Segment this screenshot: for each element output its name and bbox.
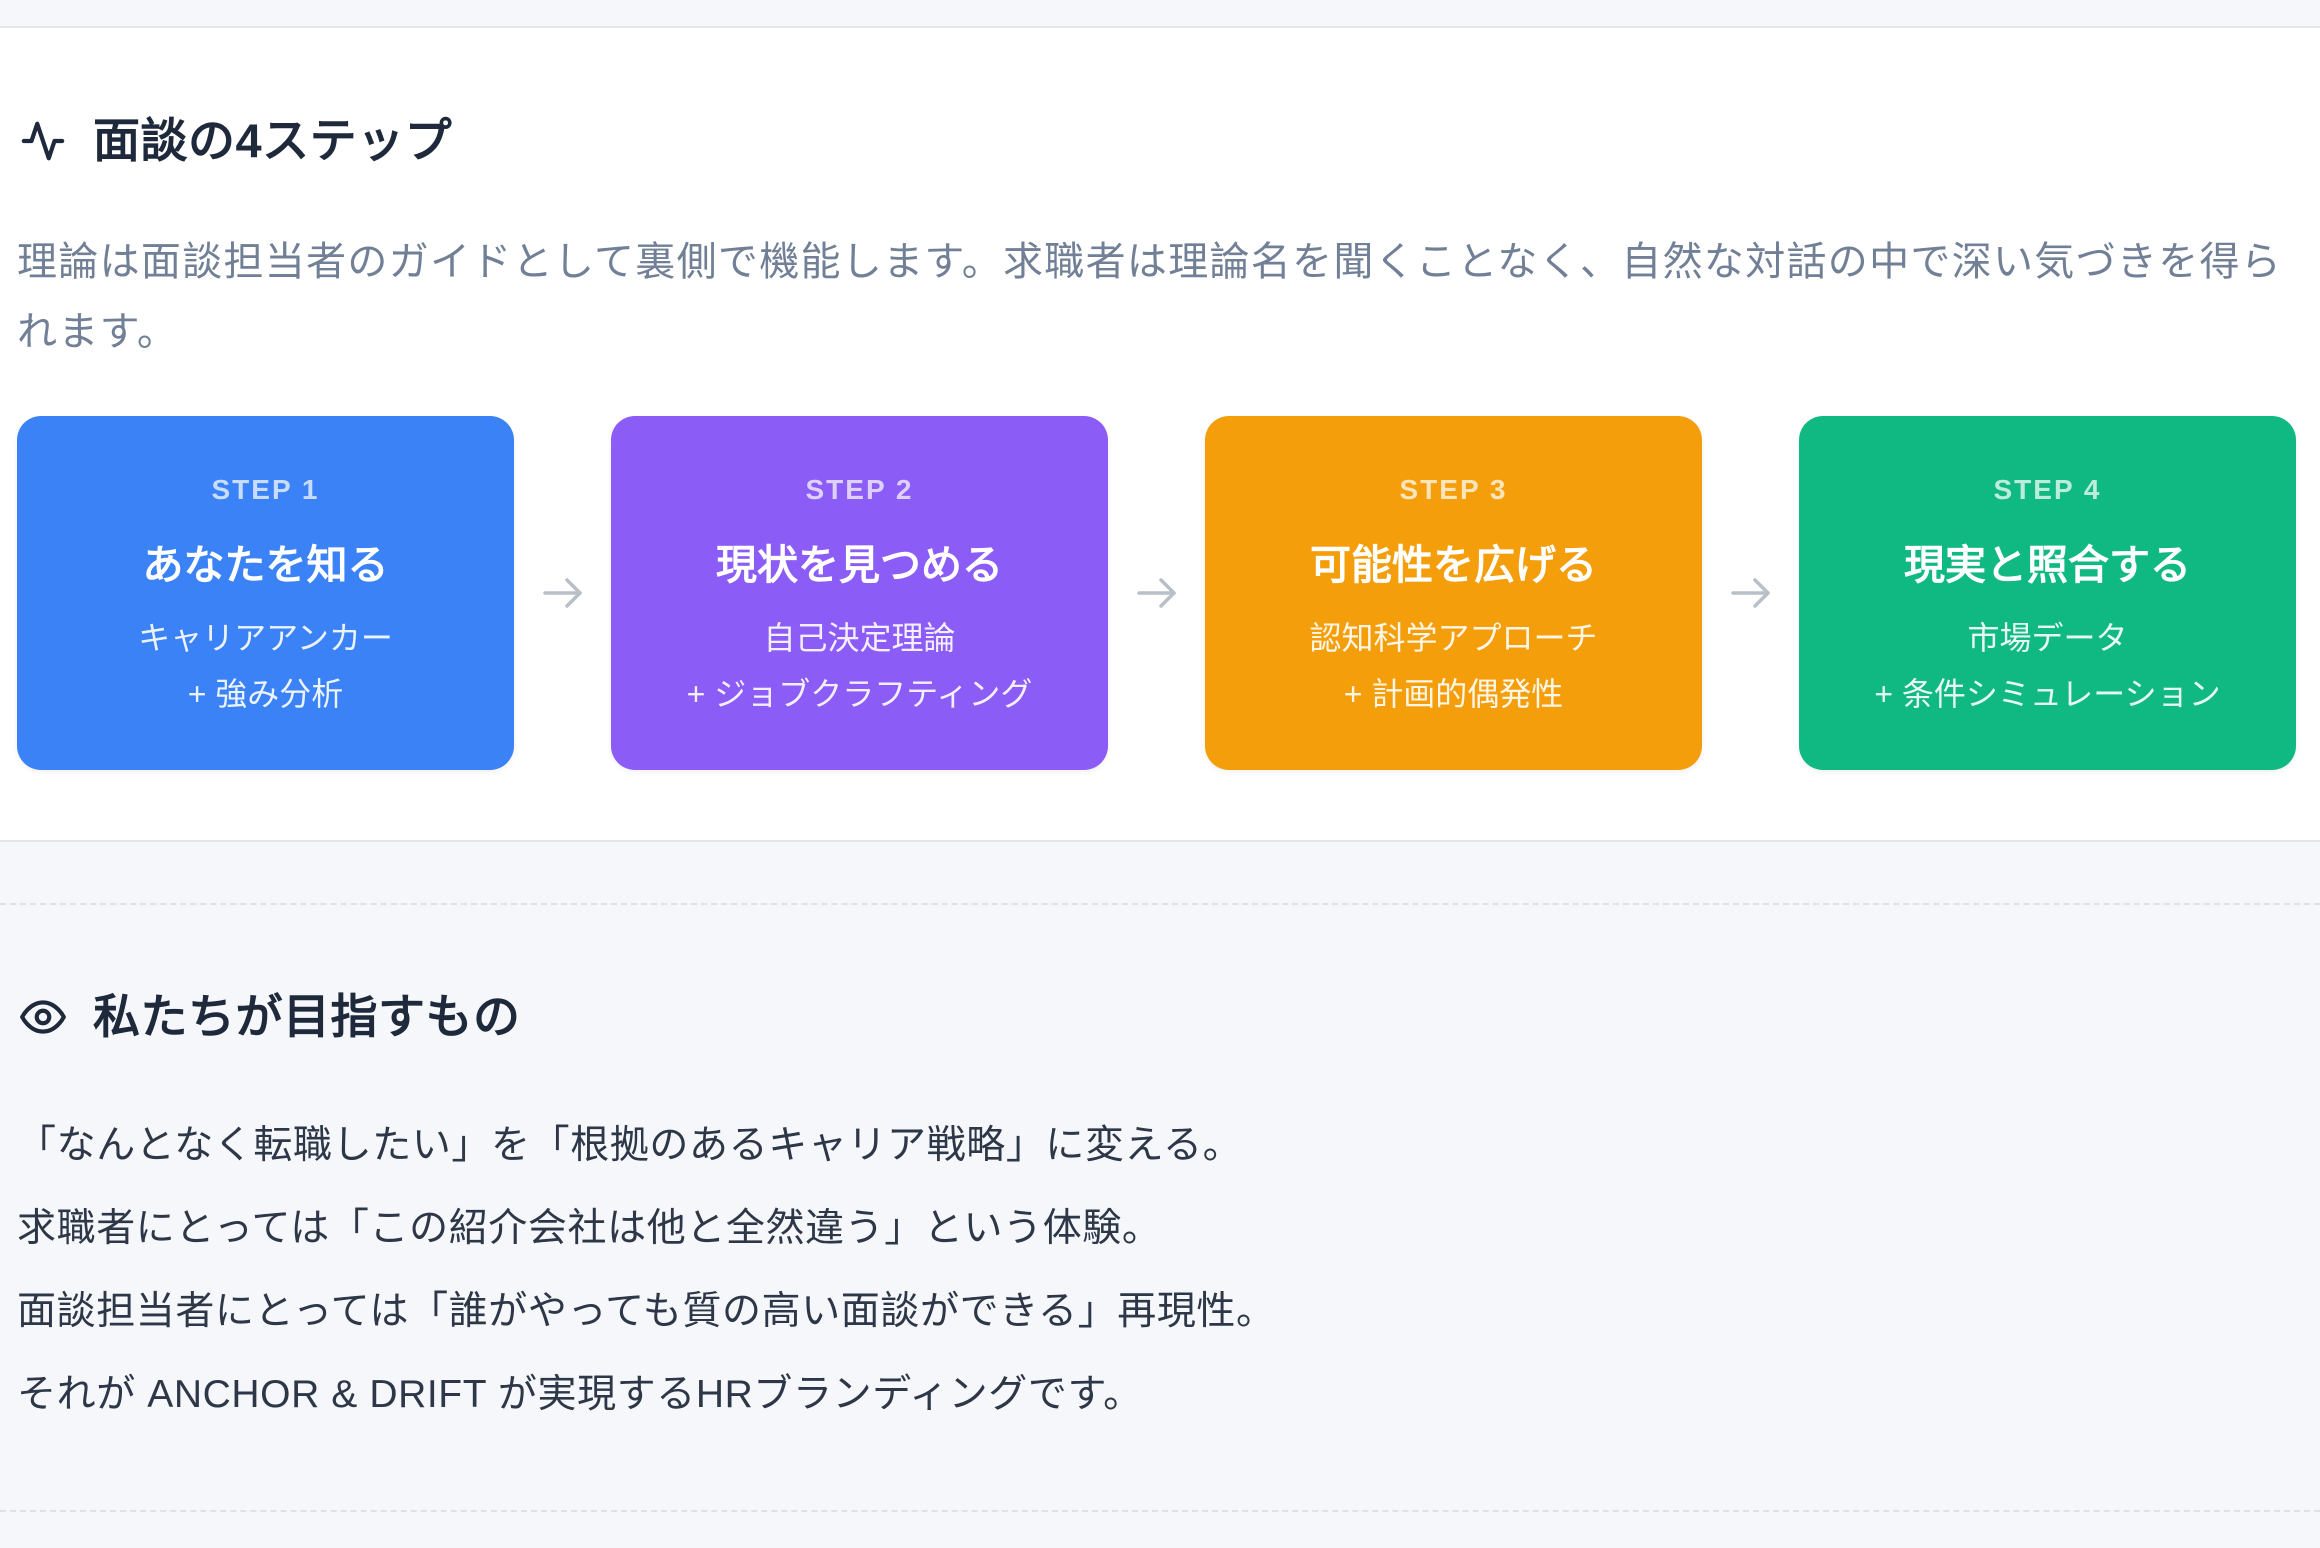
step-title: あなたを知る [142, 542, 389, 588]
step-theory-secondary: + 計画的偶発性 [1343, 676, 1564, 712]
step-card-3: STEP 3 可能性を広げる 認知科学アプローチ + 計画的偶発性 [1205, 416, 1702, 770]
vision-line: 求職者にとっては「この紹介会社は他と全然違う」という体験。 [17, 1207, 1162, 1250]
activity-icon [20, 118, 66, 164]
vision-statement: 「なんとなく転職したい」を「根拠のあるキャリア戦略」に変える。 求職者にとっては… [17, 1104, 2297, 1436]
step-theory-secondary: + ジョブクラフティング [686, 676, 1033, 712]
step-theories: 市場データ + 条件シミュレーション [1799, 610, 2296, 722]
step-title: 可能性を広げる [1310, 542, 1597, 588]
step-card-1: STEP 1 あなたを知る キャリアアンカー + 強み分析 [17, 416, 514, 770]
step-title: 現状を見つめる [716, 542, 1003, 588]
steps-heading: 面談の4ステップ [20, 111, 452, 171]
vision-line: 「なんとなく転職したい」を「根拠のあるキャリア戦略」に変える。 [17, 1124, 1243, 1167]
step-cards: STEP 1 あなたを知る キャリアアンカー + 強み分析 STEP 2 現状を… [17, 416, 2296, 770]
step-label: STEP 4 [1993, 474, 2102, 505]
step-theories: キャリアアンカー + 強み分析 [17, 610, 514, 722]
step-theory-secondary: + 強み分析 [187, 676, 344, 712]
dashed-divider-bottom [0, 1510, 2320, 1512]
arrow-right-icon [1702, 416, 1799, 770]
vision-title: 私たちが目指すもの [93, 990, 521, 1043]
step-theory-primary: 自己決定理論 [763, 620, 956, 656]
step-theories: 認知科学アプローチ + 計画的偶発性 [1205, 610, 1702, 722]
vision-section: 私たちが目指すもの 「なんとなく転職したい」を「根拠のあるキャリア戦略」に変える… [0, 842, 2320, 1548]
eye-icon [18, 992, 68, 1042]
steps-section: 面談の4ステップ 理論は面談担当者のガイドとして裏側で機能します。求職者は理論名… [0, 28, 2320, 842]
step-theory-primary: キャリアアンカー [138, 620, 393, 656]
step-title: 現実と照合する [1904, 542, 2191, 588]
step-theory-primary: 市場データ [1967, 620, 2128, 656]
arrow-right-icon [514, 416, 611, 770]
step-card-2: STEP 2 現状を見つめる 自己決定理論 + ジョブクラフティング [611, 416, 1108, 770]
step-label: STEP 1 [211, 474, 320, 505]
arrow-right-icon [1108, 416, 1205, 770]
vision-line: 面談担当者にとっては「誰がやっても質の高い面談ができる」再現性。 [17, 1290, 1276, 1333]
step-label: STEP 3 [1399, 474, 1508, 505]
step-theories: 自己決定理論 + ジョブクラフティング [611, 610, 1108, 722]
dashed-divider-top [0, 903, 2320, 905]
step-theory-primary: 認知科学アプローチ [1309, 620, 1598, 656]
step-card-4: STEP 4 現実と照合する 市場データ + 条件シミュレーション [1799, 416, 2296, 770]
vision-line: それが ANCHOR & DRIFT が実現するHRブランディングです。 [17, 1373, 1143, 1416]
top-band [0, 0, 2320, 28]
step-theory-secondary: + 条件シミュレーション [1874, 676, 2221, 712]
vision-heading: 私たちが目指すもの [18, 987, 521, 1047]
steps-title: 面談の4ステップ [93, 114, 453, 167]
step-label: STEP 2 [805, 474, 914, 505]
steps-description: 理論は面談担当者のガイドとして裏側で機能します。求職者は理論名を聞くことなく、自… [17, 240, 2283, 354]
